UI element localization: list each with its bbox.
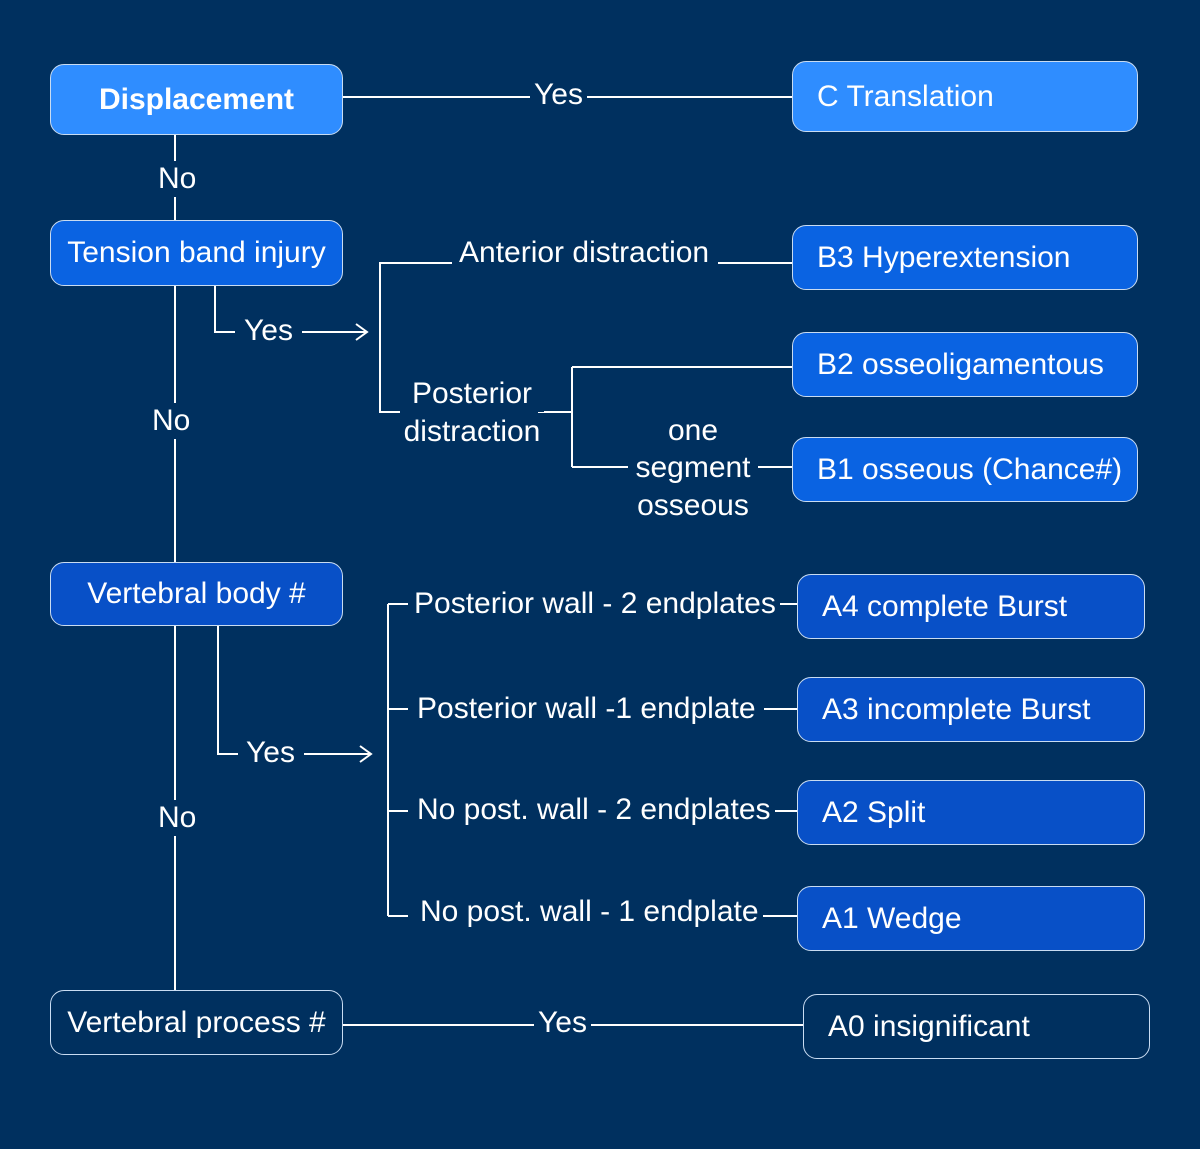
- posterior-wall-2-endplates-label: Posterior wall - 2 endplates: [410, 586, 780, 622]
- b2-osseoligamentous-node: B2 osseoligamentous: [792, 332, 1138, 397]
- vertebral-process-node: Vertebral process #: [50, 990, 343, 1055]
- yes-label-vertebral-body: Yes: [242, 735, 299, 771]
- displacement-node: Displacement: [50, 64, 343, 135]
- a4-complete-burst-node: A4 complete Burst: [797, 574, 1145, 639]
- yes-label-displacement: Yes: [530, 77, 587, 113]
- tension-band-node: Tension band injury: [50, 220, 343, 286]
- vertebral-body-node: Vertebral body #: [50, 562, 343, 626]
- no-label-tension: No: [148, 403, 195, 439]
- yes-label-tension: Yes: [240, 313, 297, 349]
- one-segment-label-line1: one: [628, 413, 758, 449]
- a3-incomplete-burst-node: A3 incomplete Burst: [797, 677, 1145, 742]
- one-segment-label-line2: segment: [628, 450, 758, 486]
- c-translation-node: C Translation: [792, 61, 1138, 132]
- one-segment-label-line3: osseous: [628, 488, 758, 524]
- b1-osseous-node: B1 osseous (Chance#): [792, 437, 1138, 502]
- no-label-vertebral-body: No: [154, 800, 201, 836]
- no-post-wall-2-endplates-label: No post. wall - 2 endplates: [413, 792, 775, 828]
- a1-wedge-node: A1 Wedge: [797, 886, 1145, 951]
- anterior-distraction-label: Anterior distraction: [455, 235, 714, 271]
- a2-split-node: A2 Split: [797, 780, 1145, 845]
- posterior-wall-1-endplate-label: Posterior wall -1 endplate: [413, 691, 760, 727]
- yes-label-vertebral-process: Yes: [534, 1005, 591, 1041]
- b3-hyperextension-node: B3 Hyperextension: [792, 225, 1138, 290]
- no-post-wall-1-endplate-label: No post. wall - 1 endplate: [416, 894, 763, 930]
- posterior-distraction-label-line2: distraction: [398, 414, 546, 450]
- posterior-distraction-label-line1: Posterior: [400, 376, 544, 412]
- no-label-displacement: No: [154, 161, 201, 197]
- a0-insignificant-node: A0 insignificant: [803, 994, 1150, 1059]
